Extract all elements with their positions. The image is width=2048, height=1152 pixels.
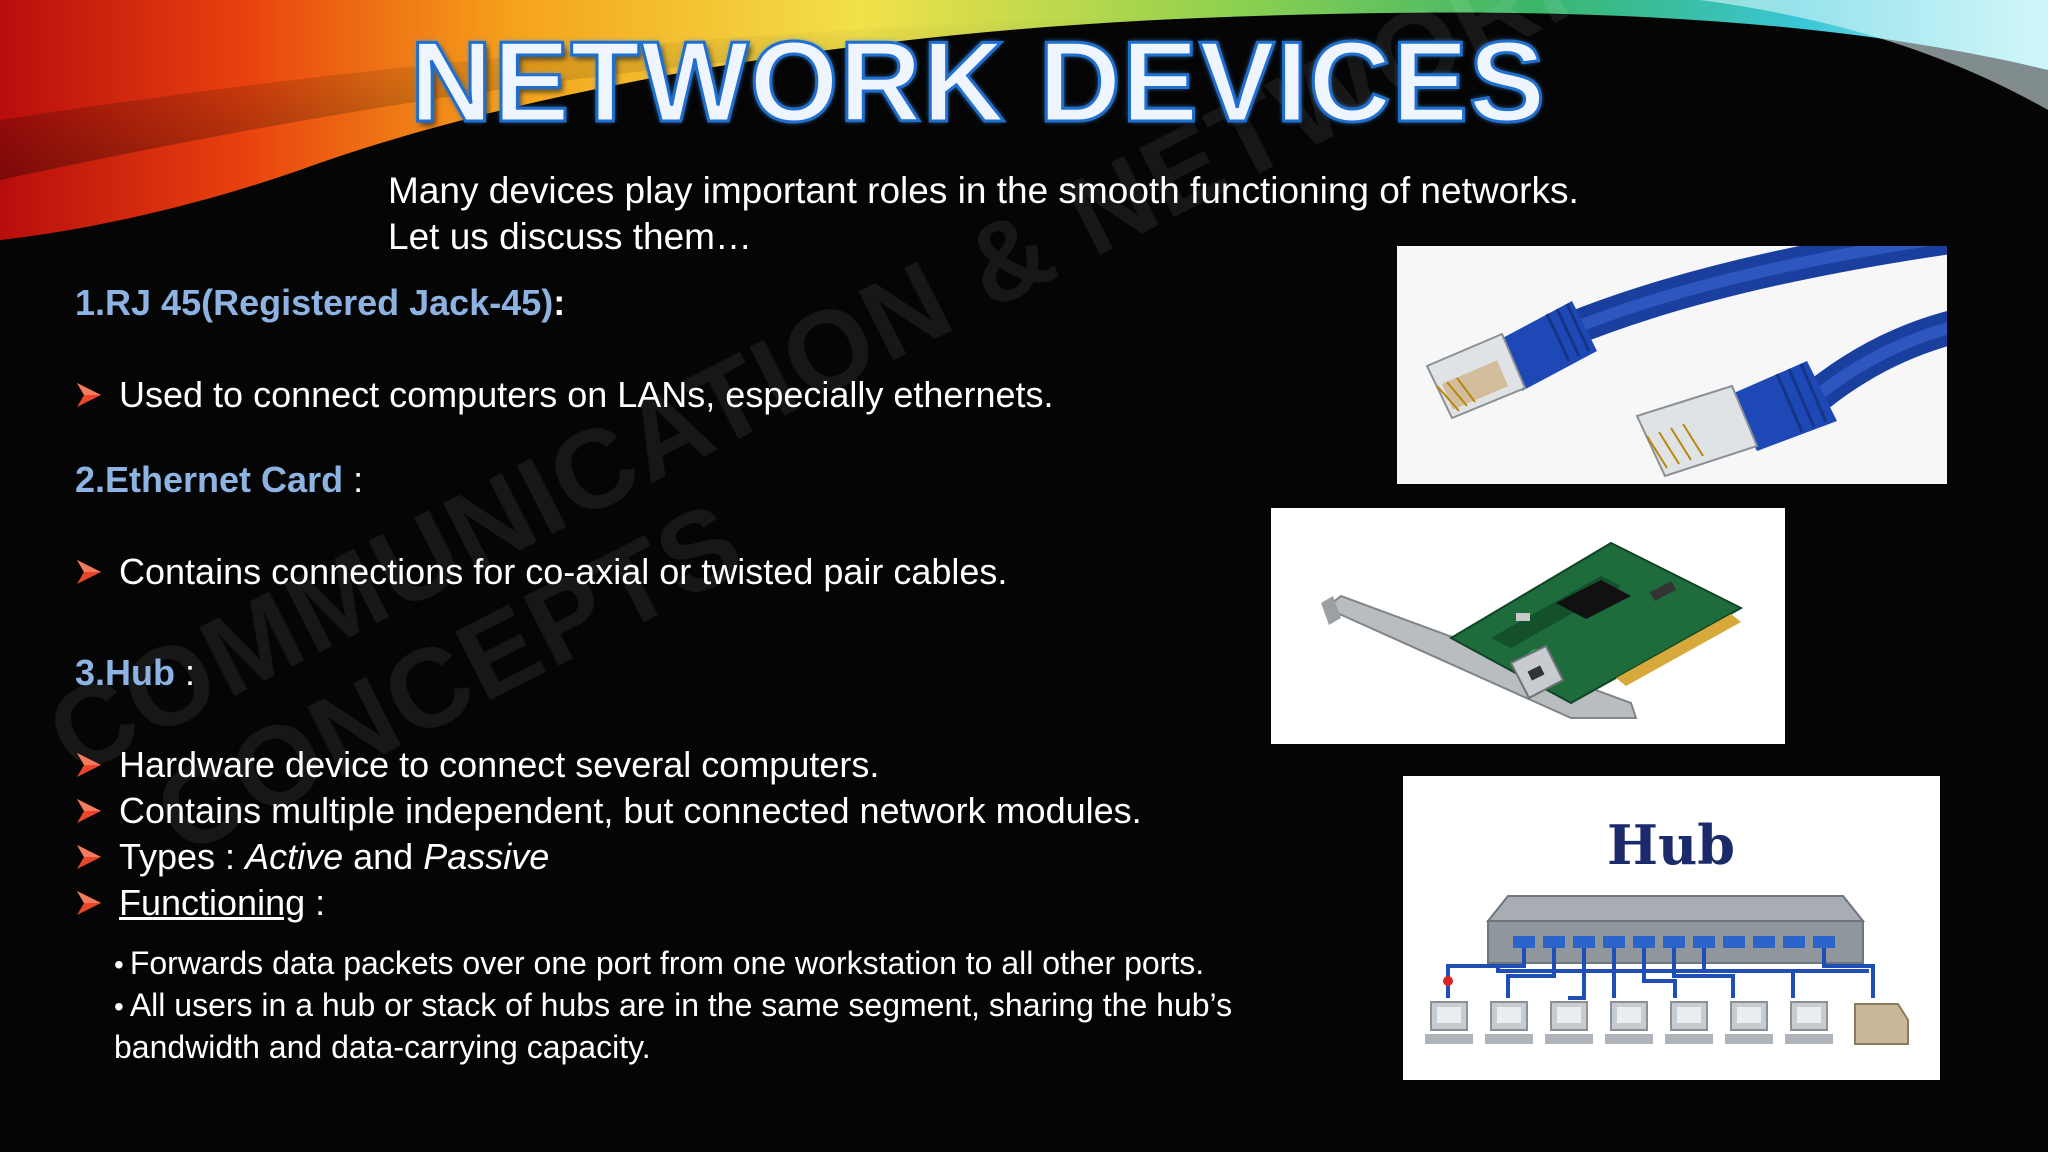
types-active: Active (245, 836, 344, 877)
types-prefix: Types : (119, 836, 246, 877)
functioning-colon: : (305, 882, 326, 923)
dot-bullet-icon: • (114, 949, 124, 980)
hub-diagram-image: Hub (1403, 776, 1940, 1080)
functioning-label: Functioning (119, 882, 306, 923)
bullet-rj45-1: Used to connect computers on LANs, espec… (75, 372, 1054, 418)
bullet-ethernet-1: Contains connections for co-axial or twi… (75, 549, 1007, 595)
heading-colon: : (175, 652, 196, 693)
hub-diagram-icon: Hub (1403, 776, 1940, 1080)
intro-line-1: Many devices play important roles in the… (388, 170, 1579, 211)
arrow-bullet-icon (77, 560, 101, 584)
heading-colon: : (343, 459, 364, 500)
rainbow-swoosh-decoration (0, 0, 2048, 240)
arrow-bullet-icon (77, 383, 101, 407)
bullet-hub-2: Contains multiple independent, but conne… (75, 788, 1142, 834)
heading-ethernet-card: 2.Ethernet Card : (75, 459, 363, 501)
sub-bullet-text: Forwards data packets over one port from… (129, 945, 1205, 981)
types-passive: Passive (423, 836, 550, 877)
arrow-bullet-icon (77, 891, 101, 915)
types-and: and (343, 836, 424, 877)
heading-hub: 3.Hub : (75, 652, 195, 694)
sub-bullet-2: •All users in a hub or stack of hubs are… (114, 984, 1232, 1028)
dot-bullet-icon: • (114, 991, 124, 1022)
bullet-hub-1: Hardware device to connect several compu… (75, 742, 879, 788)
arrow-bullet-icon (77, 753, 101, 777)
heading-colon: : (553, 282, 566, 323)
sub-bullet-1: •Forwards data packets over one port fro… (114, 942, 1204, 986)
heading-ethernet-label: 2.Ethernet Card (75, 459, 344, 500)
arrow-bullet-icon (77, 799, 101, 823)
bullet-text: Used to connect computers on LANs, espec… (119, 374, 1054, 415)
hub-diagram-label: Hub (1607, 813, 1735, 877)
sub-bullet-text: bandwidth and data-carrying capacity. (114, 1029, 651, 1065)
bullet-text: Contains connections for co-axial or twi… (119, 551, 1008, 592)
rj45-cable-image (1397, 246, 1947, 484)
ethernet-card-icon (1271, 508, 1785, 744)
bullet-hub-types: Types : Active and Passive (75, 834, 549, 880)
ethernet-card-image (1271, 508, 1785, 744)
bullet-text: Hardware device to connect several compu… (119, 744, 880, 785)
intro-line-2: Let us discuss them… (388, 216, 752, 257)
heading-hub-label: 3.Hub (75, 652, 176, 693)
sub-bullet-text: All users in a hub or stack of hubs are … (129, 987, 1233, 1023)
rj45-connector-icon (1397, 246, 1947, 484)
bullet-text: Contains multiple independent, but conne… (119, 790, 1142, 831)
heading-rj45: 1.RJ 45(Registered Jack-45): (75, 282, 565, 324)
bullet-hub-functioning: Functioning : (75, 880, 325, 926)
heading-rj45-label: 1.RJ 45(Registered Jack-45) (75, 282, 554, 323)
arrow-bullet-icon (77, 845, 101, 869)
slide-title: NETWORK DEVICES (408, 18, 1547, 148)
sub-bullet-2-continuation: bandwidth and data-carrying capacity. (114, 1026, 651, 1068)
